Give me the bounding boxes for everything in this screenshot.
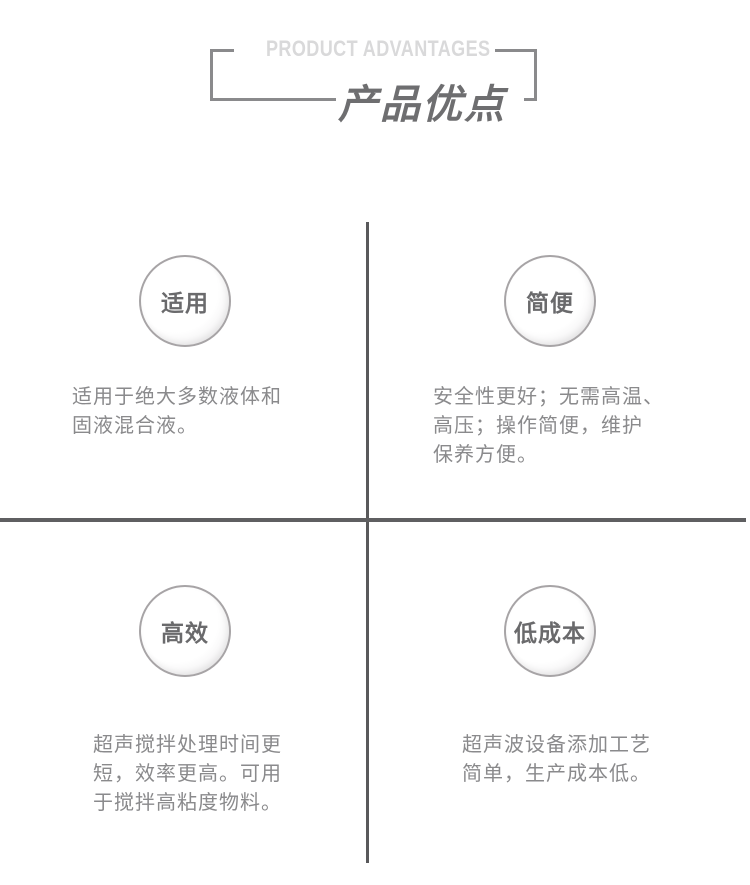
vertical-divider xyxy=(366,222,369,863)
bracket-left-top xyxy=(210,49,234,52)
badge-circle: 低成本 xyxy=(504,585,596,677)
description-line: 固液混合液。 xyxy=(72,413,198,437)
header-title-english: PRODUCT ADVANTAGES xyxy=(265,36,491,61)
description-line: 高压；操作简便，维护 xyxy=(433,413,643,437)
advantage-description: 超声搅拌处理时间更 短，效率更高。可用 于搅拌高粘度物料。 xyxy=(93,730,282,817)
bracket-right-vertical xyxy=(534,49,537,101)
badge-circle: 简便 xyxy=(504,255,596,347)
description-line: 超声搅拌处理时间更 xyxy=(93,732,282,756)
badge-label: 低成本 xyxy=(514,621,586,647)
advantage-description: 超声波设备添加工艺 简单，生产成本低。 xyxy=(462,730,651,788)
description-line: 于搅拌高粘度物料。 xyxy=(93,790,282,814)
badge-label: 适用 xyxy=(161,291,209,317)
description-line: 安全性更好；无需高温、 xyxy=(433,384,664,408)
advantage-description: 适用于绝大多数液体和 固液混合液。 xyxy=(72,382,282,440)
badge-label: 高效 xyxy=(161,621,209,647)
horizontal-divider xyxy=(0,518,746,522)
badge-circle: 适用 xyxy=(139,255,231,347)
section-header: PRODUCT ADVANTAGES 产品优点 xyxy=(0,0,750,130)
header-title-chinese: 产品优点 xyxy=(338,82,506,128)
badge-circle: 高效 xyxy=(139,585,231,677)
description-line: 短，效率更高。可用 xyxy=(93,761,282,785)
advantage-description: 安全性更好；无需高温、 高压；操作简便，维护 保养方便。 xyxy=(433,382,664,469)
description-line: 超声波设备添加工艺 xyxy=(462,732,651,756)
bracket-left-vertical xyxy=(210,49,213,101)
bracket-left-bottom xyxy=(210,98,336,101)
bracket-right-bottom xyxy=(524,98,537,101)
bracket-right-top xyxy=(495,49,537,52)
description-line: 简单，生产成本低。 xyxy=(462,761,651,785)
description-line: 适用于绝大多数液体和 xyxy=(72,384,282,408)
badge-label: 简便 xyxy=(526,291,574,317)
description-line: 保养方便。 xyxy=(433,442,538,466)
